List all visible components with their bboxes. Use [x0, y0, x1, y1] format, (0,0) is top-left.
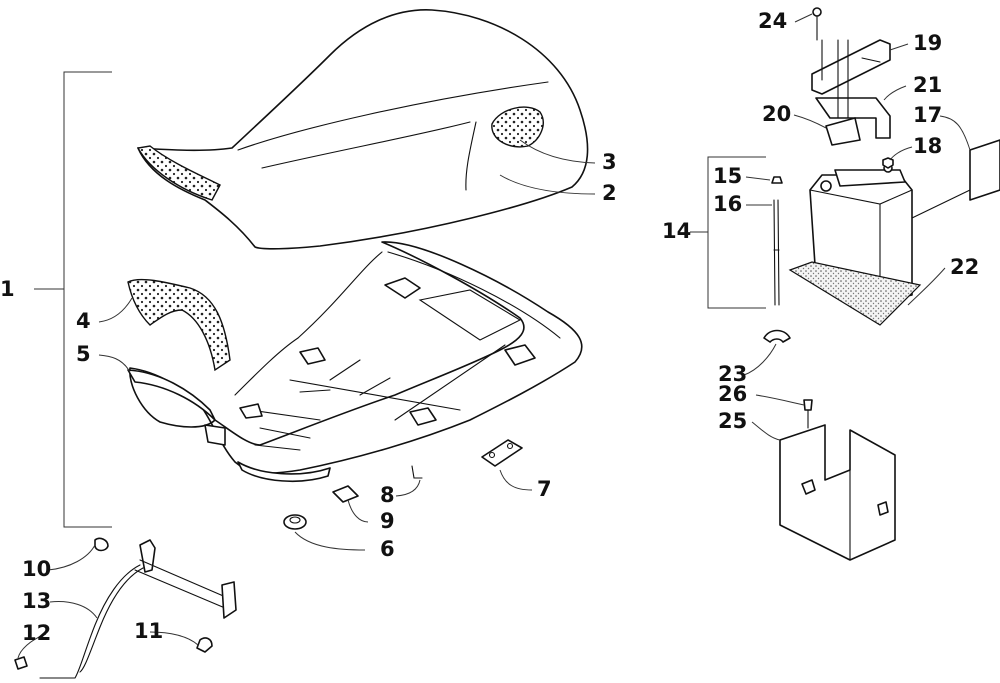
callout-23: 23 [718, 362, 747, 386]
seat-base [127, 241, 583, 483]
battery-strap [811, 7, 891, 146]
foam-pad [127, 278, 231, 372]
callout-22: 22 [950, 255, 979, 279]
hold-down-rod [763, 176, 791, 343]
callout-15: 15 [713, 164, 742, 188]
callout-8: 8 [380, 483, 395, 507]
callout-13: 13 [22, 589, 51, 613]
battery [788, 139, 1000, 326]
assembly-bracket-14 [690, 156, 766, 309]
callout-14: 14 [662, 219, 691, 243]
callout-16: 16 [713, 192, 742, 216]
part-6-grommet [283, 514, 307, 530]
part-8-clip [411, 465, 423, 479]
callout-4: 4 [76, 309, 91, 333]
assembly-bracket-1 [34, 71, 112, 528]
leader-lines [17, 13, 971, 659]
callout-18: 18 [913, 134, 942, 158]
seat-latch [14, 537, 237, 679]
callout-5: 5 [76, 342, 91, 366]
battery-box [779, 399, 896, 561]
callout-25: 25 [718, 409, 747, 433]
seat-cover [136, 9, 589, 250]
callout-labels: 1 2 3 4 5 6 7 8 9 10 11 12 13 14 15 16 1… [0, 9, 979, 645]
callout-21: 21 [913, 73, 942, 97]
callout-6: 6 [380, 537, 395, 561]
callout-7: 7 [537, 477, 552, 501]
part-9-pad [332, 485, 359, 503]
callout-3: 3 [602, 150, 617, 174]
callout-12: 12 [22, 621, 51, 645]
callout-1: 1 [0, 277, 15, 301]
callout-11: 11 [134, 619, 163, 643]
callout-2: 2 [602, 181, 617, 205]
callout-9: 9 [380, 509, 395, 533]
callout-10: 10 [22, 557, 51, 581]
callout-24: 24 [758, 9, 787, 33]
callout-17: 17 [913, 103, 942, 127]
part-7-plate [481, 439, 523, 467]
callout-19: 19 [913, 31, 942, 55]
callout-26: 26 [718, 382, 747, 406]
callout-20: 20 [762, 102, 791, 126]
